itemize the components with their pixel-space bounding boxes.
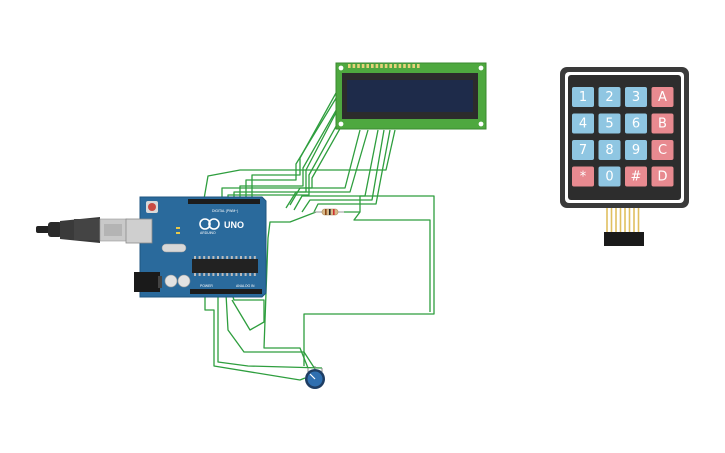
keypad-key[interactable]: 2 bbox=[598, 87, 621, 107]
wire[interactable] bbox=[251, 83, 342, 199]
keypad-ribbon-connector bbox=[606, 208, 640, 232]
lcd-pin[interactable] bbox=[403, 64, 406, 68]
resistor[interactable] bbox=[314, 208, 344, 216]
keypad-key[interactable]: 1 bbox=[572, 87, 594, 107]
keypad-key-label: 7 bbox=[579, 143, 587, 158]
wire[interactable] bbox=[217, 294, 323, 369]
lcd-pin[interactable] bbox=[375, 64, 379, 68]
lcd-pin-header bbox=[348, 64, 420, 68]
keypad-key[interactable]: # bbox=[625, 166, 647, 187]
wire[interactable] bbox=[225, 293, 316, 370]
lcd-pin[interactable] bbox=[384, 64, 388, 68]
wire[interactable] bbox=[289, 129, 361, 206]
keypad-key[interactable]: D bbox=[651, 166, 674, 187]
digital-header bbox=[188, 199, 260, 204]
keypad-key[interactable]: 5 bbox=[598, 113, 621, 134]
wire[interactable] bbox=[301, 129, 385, 213]
lcd-pin[interactable] bbox=[417, 64, 420, 68]
wire[interactable] bbox=[227, 111, 345, 199]
power-analog-header bbox=[190, 289, 262, 294]
wire[interactable] bbox=[203, 129, 396, 200]
wire[interactable] bbox=[263, 211, 317, 369]
lcd-pin[interactable] bbox=[357, 64, 360, 68]
reset-button[interactable] bbox=[148, 203, 156, 211]
lcd-pin[interactable] bbox=[348, 64, 351, 68]
wire[interactable] bbox=[204, 294, 306, 381]
keypad-key-label: 6 bbox=[632, 117, 640, 132]
usb-cable-icon bbox=[36, 217, 128, 243]
keypad-key[interactable]: 6 bbox=[625, 113, 647, 134]
lcd-pin[interactable] bbox=[389, 64, 392, 68]
keypad-key-label: # bbox=[631, 170, 642, 185]
lcd-pin[interactable] bbox=[398, 64, 402, 68]
keypad-connector bbox=[604, 232, 644, 246]
lcd-pin[interactable] bbox=[371, 64, 374, 68]
arduino-uno-board[interactable]: UNO ARDUINO DIGITAL (PWM~) POWER ANALOG … bbox=[125, 196, 267, 298]
wire[interactable] bbox=[239, 99, 343, 199]
keypad-key-label: 2 bbox=[605, 90, 613, 105]
keypad-key-label: 5 bbox=[605, 117, 613, 132]
keypad-key-label: A bbox=[658, 90, 667, 105]
keypad-key[interactable]: * bbox=[572, 166, 594, 187]
keypad-key[interactable]: 3 bbox=[625, 87, 647, 107]
keypad-4x4[interactable]: 1 2 3 A 4 5 6 B 7 8 9 C * 0 # D bbox=[560, 67, 689, 246]
wire[interactable] bbox=[353, 211, 431, 312]
lcd-pin[interactable] bbox=[407, 64, 411, 68]
wire[interactable] bbox=[303, 195, 435, 366]
lcd-pin[interactable] bbox=[412, 64, 415, 68]
power-label: POWER bbox=[200, 284, 213, 288]
wire-bundle bbox=[203, 83, 435, 381]
lcd-pin[interactable] bbox=[366, 64, 369, 68]
lcd-pin[interactable] bbox=[394, 64, 397, 68]
power-jack bbox=[134, 272, 160, 292]
keypad-key-label: C bbox=[658, 143, 667, 158]
keypad-key-label: B bbox=[658, 117, 667, 132]
wire[interactable] bbox=[313, 129, 391, 213]
lcd-16x2-display[interactable] bbox=[335, 62, 487, 130]
keypad-key-label: D bbox=[657, 170, 667, 185]
wire[interactable] bbox=[231, 293, 265, 331]
keypad-key[interactable]: 7 bbox=[572, 140, 594, 160]
usb-jack bbox=[125, 218, 153, 244]
keypad-key-label: 8 bbox=[605, 143, 613, 158]
keypad-key[interactable]: 9 bbox=[625, 140, 647, 160]
keypad-key[interactable]: 4 bbox=[572, 113, 594, 134]
keypad-key-label: 9 bbox=[632, 143, 640, 158]
keypad-key-label: * bbox=[580, 170, 587, 185]
wire[interactable] bbox=[285, 129, 369, 209]
potentiometer[interactable] bbox=[305, 366, 325, 389]
keypad-key[interactable]: A bbox=[651, 87, 674, 107]
keypad-key-label: 1 bbox=[579, 90, 587, 105]
keypad-key[interactable]: 0 bbox=[598, 166, 621, 187]
keypad-key-label: 4 bbox=[579, 117, 587, 132]
wire[interactable] bbox=[233, 104, 341, 199]
digital-label: DIGITAL (PWM~) bbox=[212, 209, 238, 213]
logo-text: ARDUINO bbox=[200, 231, 216, 235]
arduino-logo-icon bbox=[199, 218, 220, 230]
keypad-key[interactable]: 8 bbox=[598, 140, 621, 160]
keypad-key-label: 0 bbox=[605, 170, 613, 185]
keypad-key-label: 3 bbox=[632, 90, 640, 105]
atmega-chip bbox=[192, 259, 258, 273]
wire[interactable] bbox=[293, 129, 379, 211]
keypad-key[interactable]: B bbox=[651, 113, 674, 134]
lcd-pin[interactable] bbox=[380, 64, 383, 68]
analog-label: ANALOG IN bbox=[236, 284, 255, 288]
model-text: UNO bbox=[224, 220, 244, 230]
keypad-key[interactable]: C bbox=[651, 140, 674, 160]
lcd-screen bbox=[347, 80, 473, 112]
lcd-pin[interactable] bbox=[352, 64, 356, 68]
lcd-pin[interactable] bbox=[361, 64, 365, 68]
